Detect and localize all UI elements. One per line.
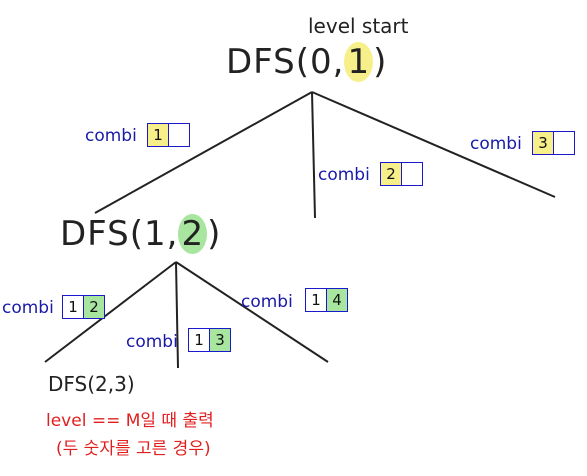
combi-label-6: combi — [241, 292, 293, 312]
root-node-prefix: DFS(0, — [226, 42, 345, 82]
combi-4-cell-2: 2 — [84, 296, 104, 318]
combi-4-cell-1: 1 — [63, 296, 84, 318]
combi-3-cell-1: 3 — [533, 132, 554, 154]
edge-root-middle — [311, 91, 316, 219]
node-dfs-2-label: DFS(2,3) — [48, 372, 135, 396]
combi-box-4: 1 2 — [62, 295, 105, 319]
node2-prefix: DFS(1, — [60, 214, 179, 254]
combi-1-cell-1: 1 — [148, 124, 169, 146]
combi-2-cell-1: 2 — [381, 163, 402, 185]
edge-root-right — [311, 91, 556, 198]
combi-box-2: 2 — [380, 162, 423, 186]
combi-3-cell-2 — [554, 132, 574, 154]
combi-label-3: combi — [470, 134, 522, 154]
combi-box-1: 1 — [147, 123, 190, 147]
node-dfs-1-label: DFS(1,2) — [60, 214, 221, 254]
combi-6-cell-1: 1 — [306, 289, 327, 311]
combi-box-5: 1 3 — [188, 328, 231, 352]
edge-node2-right — [175, 261, 329, 363]
node2-level-highlight: 2 — [178, 214, 208, 254]
combi-label-2: combi — [318, 165, 370, 185]
combi-box-6: 1 4 — [305, 288, 348, 312]
root-node-suffix: ) — [373, 42, 388, 82]
edge-node2-middle — [175, 261, 179, 369]
output-condition-note: level == M일 때 출력 — [46, 411, 214, 431]
combi-label-4: combi — [2, 298, 54, 318]
output-condition-note-sub: (두 숫자를 고른 경우) — [56, 439, 211, 459]
combi-2-cell-2 — [402, 163, 422, 185]
root-level-highlight: 1 — [344, 42, 374, 82]
root-node-label: DFS(0,1) — [226, 42, 387, 82]
edge-root-left — [94, 91, 313, 214]
combi-label-5: combi — [126, 332, 178, 352]
level-start-annotation: level start — [308, 14, 409, 38]
node2-suffix: ) — [207, 214, 222, 254]
combi-5-cell-2: 3 — [210, 329, 230, 351]
combi-5-cell-1: 1 — [189, 329, 210, 351]
edge-node2-left — [44, 261, 177, 363]
combi-6-cell-2: 4 — [327, 289, 347, 311]
combi-label-1: combi — [85, 126, 137, 146]
combi-box-3: 3 — [532, 131, 575, 155]
combi-1-cell-2 — [169, 124, 189, 146]
